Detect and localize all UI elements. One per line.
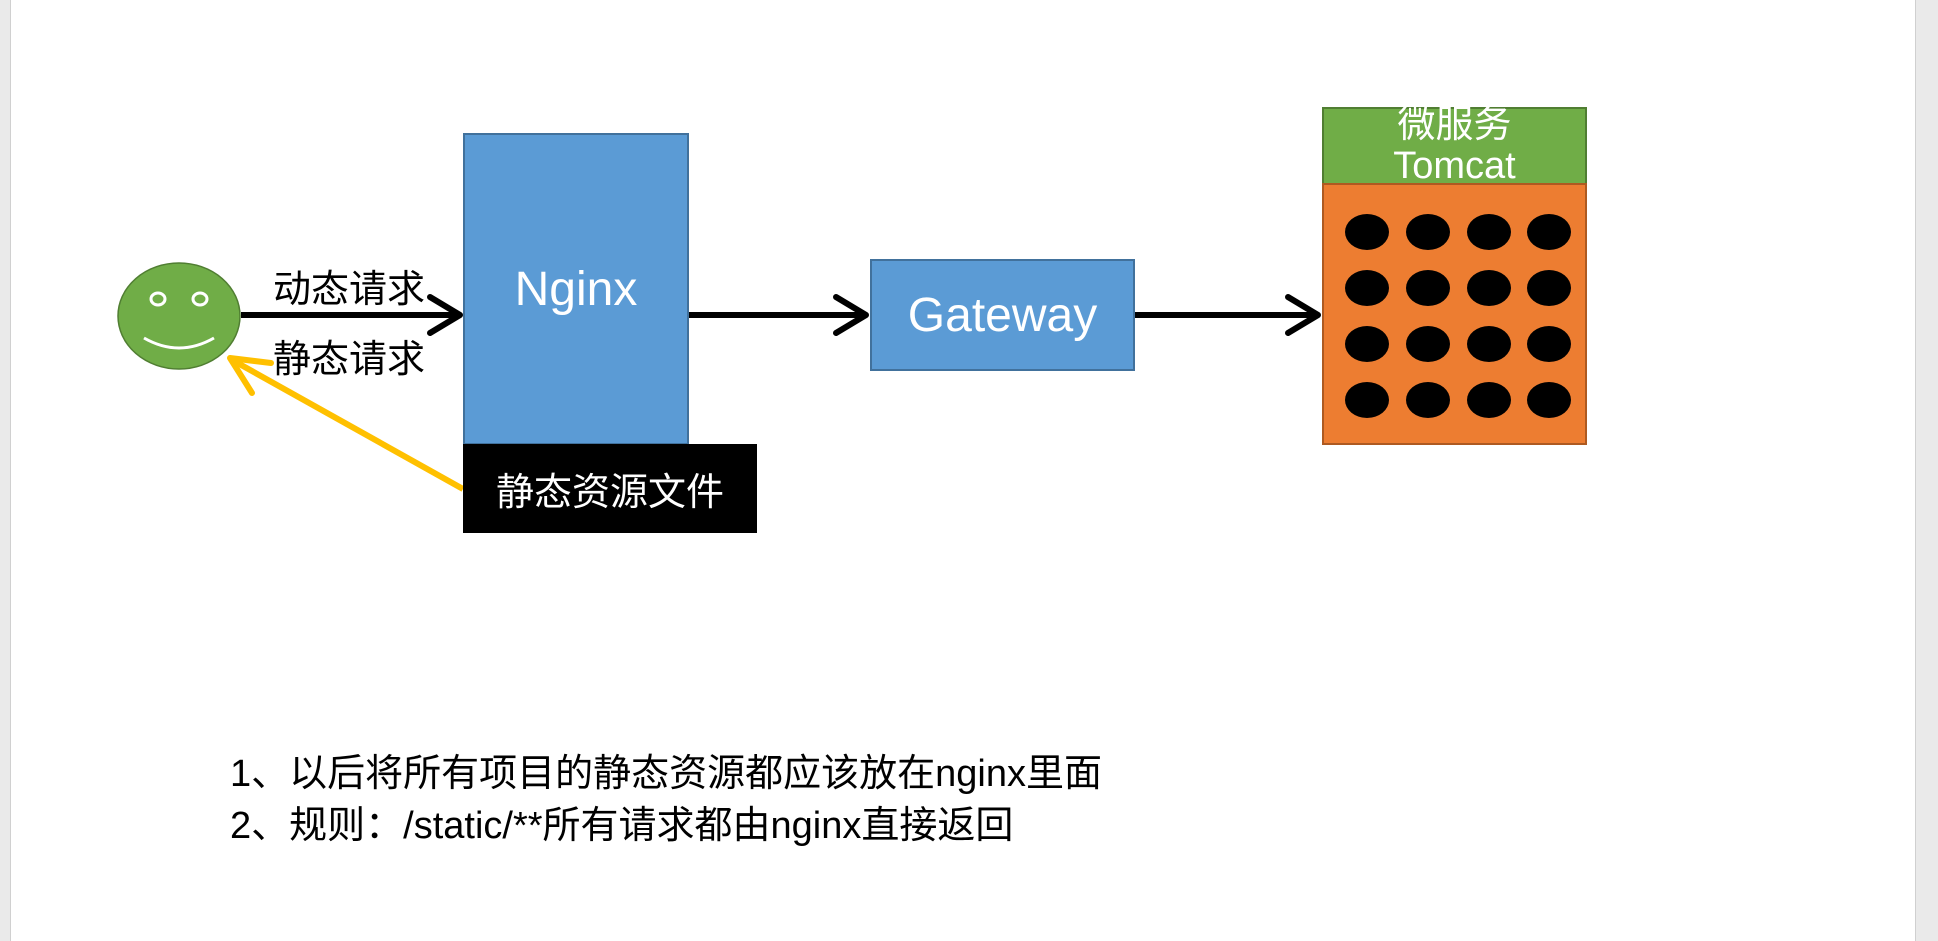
black-dot-icon (1467, 270, 1511, 306)
black-dot-icon (1467, 214, 1511, 250)
black-dot-icon (1527, 382, 1571, 418)
static-files-label: 静态资源文件 (495, 472, 724, 514)
black-dot-icon (1406, 214, 1450, 250)
gateway-label: Gateway (907, 288, 1098, 342)
microservice-title: 微服务 (1397, 104, 1512, 146)
static-files-box: 静态资源文件 (463, 444, 757, 533)
gateway-box: Gateway (870, 259, 1135, 371)
nginx-box: Nginx (463, 133, 689, 445)
microservice-instances-box (1322, 183, 1587, 445)
smiley-face-icon (117, 262, 241, 370)
microservice-header: 微服务 Tomcat (1322, 104, 1587, 187)
black-dot-icon (1527, 326, 1571, 362)
black-dot-icon (1406, 382, 1450, 418)
static-response-arrow (227, 355, 465, 492)
black-dot-icon (1345, 382, 1389, 418)
nginx-label: Nginx (514, 262, 638, 316)
black-dot-icon (1406, 270, 1450, 306)
microservice-subtitle: Tomcat (1393, 145, 1516, 187)
request-arrow (241, 294, 463, 336)
black-dot-icon (1527, 270, 1571, 306)
slide-page (10, 0, 1916, 941)
black-dot-icon (1527, 214, 1571, 250)
dynamic-request-label: 动态请求 (273, 269, 426, 311)
black-dot-icon (1345, 214, 1389, 250)
black-dot-icon (1345, 326, 1389, 362)
nginx-to-gateway-arrow (689, 294, 869, 336)
black-dot-icon (1467, 326, 1511, 362)
black-dot-icon (1406, 326, 1450, 362)
note-line-1: 1、以后将所有项目的静态资源都应该放在nginx里面 (230, 753, 1102, 795)
black-dot-icon (1345, 270, 1389, 306)
gateway-to-microservice-arrow (1135, 294, 1321, 336)
notes: 1、以后将所有项目的静态资源都应该放在nginx里面 2、规则：/static/… (230, 748, 1102, 852)
instance-dots (1345, 214, 1571, 418)
note-line-2: 2、规则：/static/**所有请求都由nginx直接返回 (230, 805, 1014, 847)
static-request-label: 静态请求 (273, 339, 426, 381)
black-dot-icon (1467, 382, 1511, 418)
